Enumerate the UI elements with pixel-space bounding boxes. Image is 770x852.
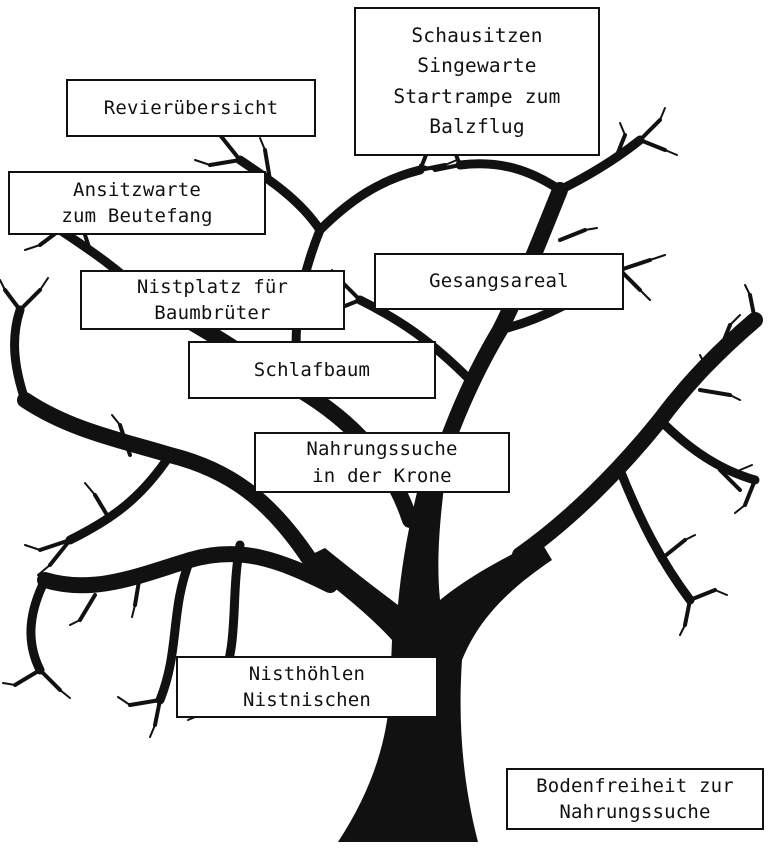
label-nisthoehlen: Nisthöhlen Nistnischen [176,656,438,718]
label-bodenfreiheit: Bodenfreiheit zur Nahrungssuche [506,768,764,830]
label-line: Nahrungssuche [559,801,711,823]
label-line: Singewarte [417,54,537,78]
label-line: Ansitzwarte [72,178,202,201]
label-line: Startrampe zum [393,84,561,108]
label-line: Gesangsareal [429,270,569,293]
label-schausitzen: Schausitzen Singewarte Startrampe zum Ba… [354,7,600,156]
label-line: in der Krone [312,464,452,487]
label-line: Revierübersicht [103,96,279,119]
label-schlafbaum: Schlafbaum [188,341,436,399]
label-nahrungssuche-krone: Nahrungssuche in der Krone [254,432,510,493]
label-revieruebersicht: Revierübersicht [66,79,316,137]
label-line: Baumbrüter [154,302,271,324]
label-line: Nahrungssuche [306,438,458,461]
label-line: Nisthöhlen [248,662,366,685]
label-line: Schlafbaum [253,358,371,381]
label-gesangsareal: Gesangsareal [374,253,624,310]
label-line: Schausitzen [411,24,543,48]
label-line: Balzflug [429,114,525,138]
label-ansitzwarte: Ansitzwarte zum Beutefang [8,171,266,235]
label-line: zum Beutefang [61,205,213,227]
label-line: Bodenfreiheit zur [536,774,734,797]
label-line: Nistplatz für [136,275,289,298]
label-nistplatz: Nistplatz für Baumbrüter [80,270,345,330]
label-line: Nistnischen [242,689,372,711]
